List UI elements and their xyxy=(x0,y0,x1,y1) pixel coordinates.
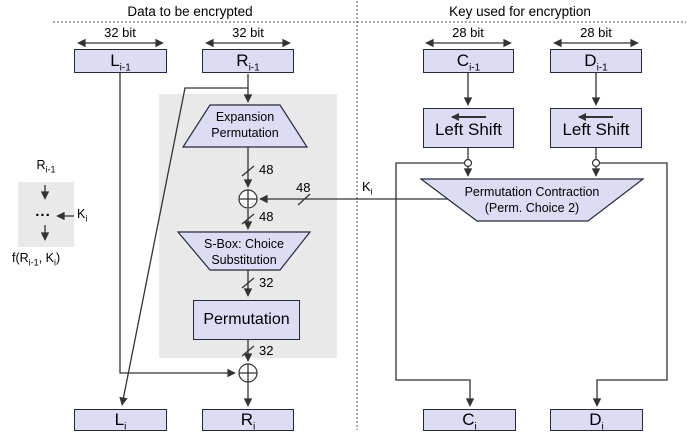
left-shift-c-block: Left Shift xyxy=(423,108,514,148)
bus-label-32-perm-out: 32 xyxy=(259,343,274,358)
bus-label-48-expansion: 48 xyxy=(259,162,274,177)
permutation-contraction-label: Permutation Contraction (Perm. Choice 2) xyxy=(464,185,600,215)
bus-label-48-subkey: 48 xyxy=(296,180,311,195)
legend-input-label: Ri-1 xyxy=(36,158,56,175)
bus-slash-ticks xyxy=(241,165,311,357)
bus-label-32-sbox-out: 32 xyxy=(259,275,274,290)
register-r-prev: Ri-1 xyxy=(202,49,294,73)
register-c-next: Ci xyxy=(423,409,516,432)
right-section-title: Key used for encryption xyxy=(449,4,591,19)
register-l-prev: Li-1 xyxy=(74,49,167,73)
register-c-prev: Ci-1 xyxy=(423,49,514,73)
register-r-next: Ri xyxy=(202,409,294,432)
legend-dots: ... xyxy=(35,203,51,220)
bit-width-label-r: 32 bit xyxy=(232,25,264,40)
xor-feistel-icon xyxy=(238,363,258,383)
register-l-next: Li xyxy=(74,409,167,432)
branch-junction-icons xyxy=(463,158,601,168)
bus-label-48-xor-out: 48 xyxy=(259,209,274,224)
left-section-title: Data to be encrypted xyxy=(127,4,253,19)
register-d-next: Di xyxy=(550,409,643,432)
permutation-block: Permutation xyxy=(193,300,300,340)
bit-width-label-d: 28 bit xyxy=(580,25,612,40)
expansion-permutation-label: Expansion Permutation xyxy=(211,110,279,140)
wires-right xyxy=(395,73,668,407)
bit-width-label-c: 28 bit xyxy=(452,25,484,40)
legend-arrows xyxy=(40,185,74,241)
xor-key-mix-icon xyxy=(238,189,258,209)
sbox-label: S-Box: Choice Substitution xyxy=(204,237,284,267)
subkey-k-label: Ki xyxy=(362,179,373,197)
sbox-shape xyxy=(176,231,312,271)
expansion-permutation-shape xyxy=(181,104,309,148)
left-arrow-icon xyxy=(450,113,486,121)
bit-width-label-l: 32 bit xyxy=(104,25,136,40)
legend-key-label: Ki xyxy=(77,207,88,224)
permutation-contraction-shape xyxy=(419,178,645,222)
left-shift-d-block: Left Shift xyxy=(550,108,642,148)
section-divider xyxy=(53,1,686,430)
register-d-prev: Di-1 xyxy=(550,49,642,73)
left-arrow-icon xyxy=(578,113,613,121)
legend-function-label: f(Ri-1, Ki) xyxy=(12,251,61,268)
